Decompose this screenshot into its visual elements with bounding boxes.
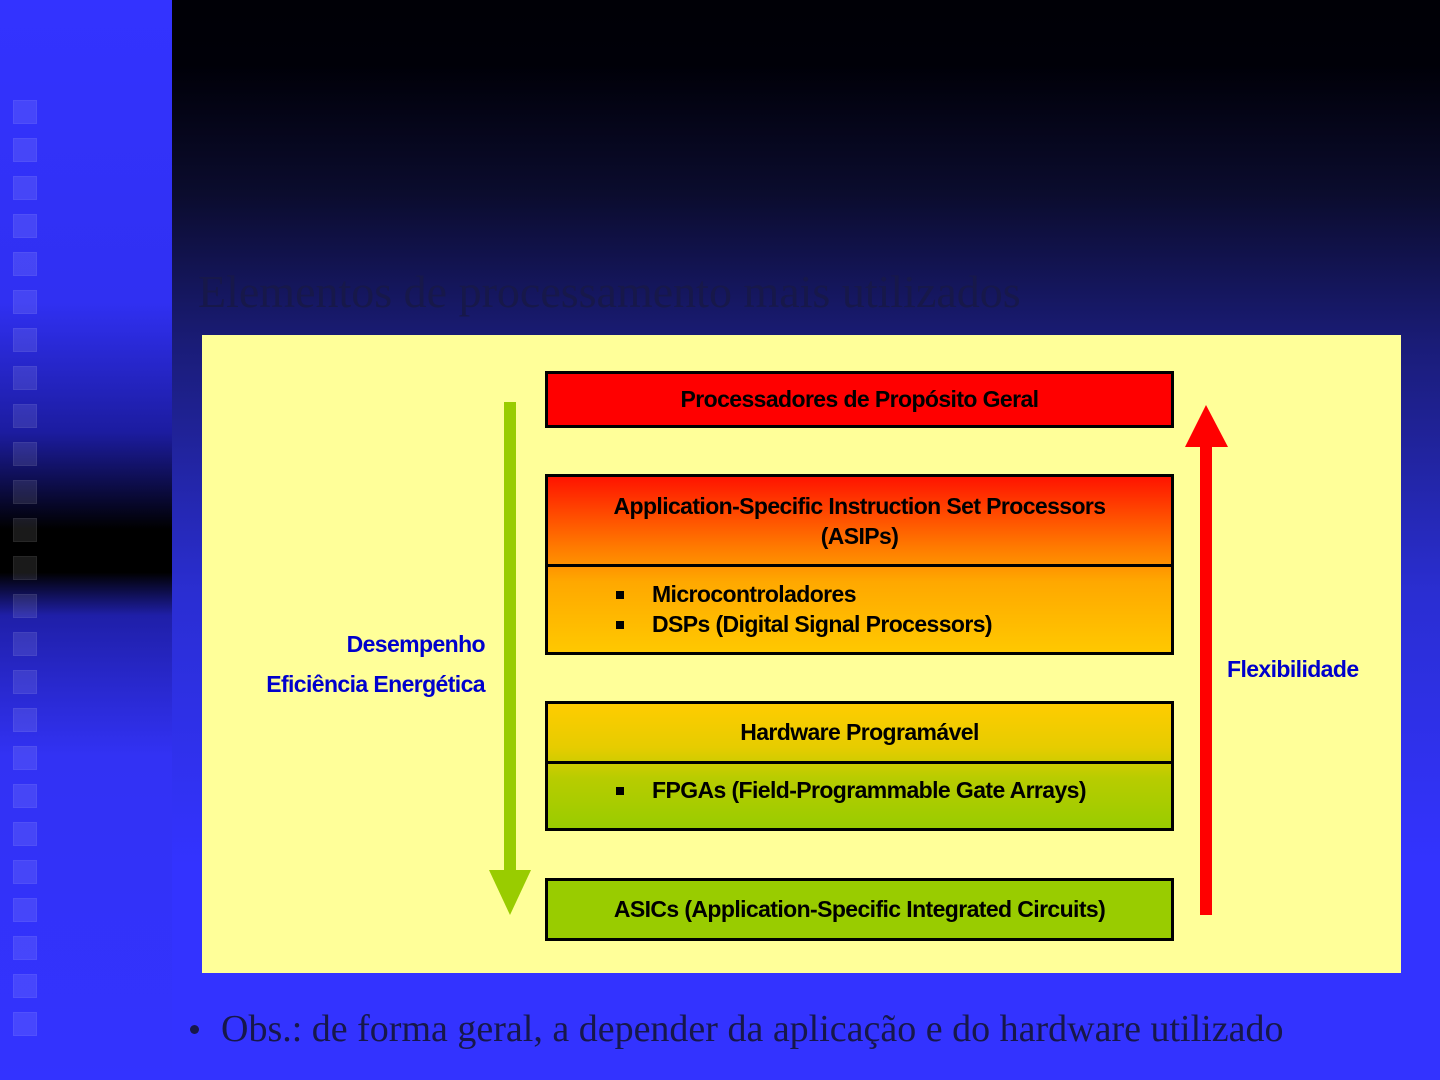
square-decoration bbox=[13, 936, 37, 960]
square-decoration bbox=[13, 480, 37, 504]
list-item: FPGAs (Field-Programmable Gate Arrays) bbox=[614, 775, 1171, 805]
asic-label: ASICs (Application-Specific Integrated C… bbox=[613, 896, 1106, 922]
up-arrow-head bbox=[1185, 405, 1228, 447]
square-decoration bbox=[13, 404, 37, 428]
square-decoration bbox=[13, 898, 37, 922]
square-decoration bbox=[13, 328, 37, 352]
square-decoration bbox=[13, 442, 37, 466]
asip-list: Microcontroladores DSPs (Digital Signal … bbox=[548, 567, 1171, 639]
square-decoration bbox=[13, 252, 37, 276]
energy-efficiency-label: Eficiência Energética bbox=[266, 671, 485, 697]
asip-title-line1: Application-Specific Instruction Set Pro… bbox=[613, 492, 1107, 519]
square-decoration bbox=[13, 632, 37, 656]
programmable-hardware-title: Hardware Programável bbox=[740, 719, 979, 745]
programmable-hardware-box: Hardware Programável FPGAs (Field-Progra… bbox=[545, 701, 1174, 831]
square-decoration bbox=[13, 138, 37, 162]
decorative-squares bbox=[13, 100, 37, 1050]
square-decoration bbox=[13, 594, 37, 618]
square-decoration bbox=[13, 100, 37, 124]
programmable-hardware-header: Hardware Programável bbox=[548, 704, 1171, 764]
bullet-dot-icon bbox=[190, 1024, 199, 1034]
asip-box: Application-Specific Instruction Set Pro… bbox=[545, 474, 1174, 655]
up-arrow-shaft bbox=[1200, 443, 1212, 915]
square-decoration bbox=[13, 556, 37, 580]
list-item: Microcontroladores bbox=[614, 579, 1171, 609]
square-decoration bbox=[13, 518, 37, 542]
square-decoration bbox=[13, 746, 37, 770]
square-decoration bbox=[13, 214, 37, 238]
square-decoration bbox=[13, 290, 37, 314]
sidebar-band bbox=[0, 0, 172, 1080]
square-decoration bbox=[13, 784, 37, 808]
arrows-layer bbox=[489, 402, 1228, 915]
square-decoration bbox=[13, 366, 37, 390]
asic-box: ASICs (Application-Specific Integrated C… bbox=[545, 878, 1174, 941]
flexibility-label: Flexibilidade bbox=[1227, 656, 1359, 682]
up-arrow bbox=[1185, 405, 1228, 915]
down-arrow-shaft bbox=[504, 402, 516, 880]
programmable-hardware-list: FPGAs (Field-Programmable Gate Arrays) bbox=[548, 764, 1171, 805]
square-decoration bbox=[13, 860, 37, 884]
square-decoration bbox=[13, 822, 37, 846]
square-decoration bbox=[13, 176, 37, 200]
down-arrow-head bbox=[489, 870, 531, 915]
gpp-label: Processadores de Propósito Geral bbox=[680, 386, 1039, 412]
observation-text: Obs.: de forma geral, a depender da apli… bbox=[221, 1008, 1284, 1050]
observation-bullet: Obs.: de forma geral, a depender da apli… bbox=[190, 1007, 1283, 1051]
list-item: DSPs (Digital Signal Processors) bbox=[614, 609, 1171, 639]
slide-title: Elementos de processamento mais utilizad… bbox=[198, 266, 1021, 317]
square-decoration bbox=[13, 1012, 37, 1036]
diagram-panel: Processadores de Propósito Geral Applica… bbox=[202, 335, 1401, 973]
square-decoration bbox=[13, 974, 37, 998]
asip-title-line2: (ASIPs) bbox=[820, 522, 899, 549]
gpp-box: Processadores de Propósito Geral bbox=[545, 371, 1174, 428]
performance-label: Desempenho bbox=[346, 631, 486, 657]
square-decoration bbox=[13, 670, 37, 694]
square-decoration bbox=[13, 708, 37, 732]
down-arrow bbox=[489, 402, 531, 915]
asip-header: Application-Specific Instruction Set Pro… bbox=[548, 477, 1171, 567]
